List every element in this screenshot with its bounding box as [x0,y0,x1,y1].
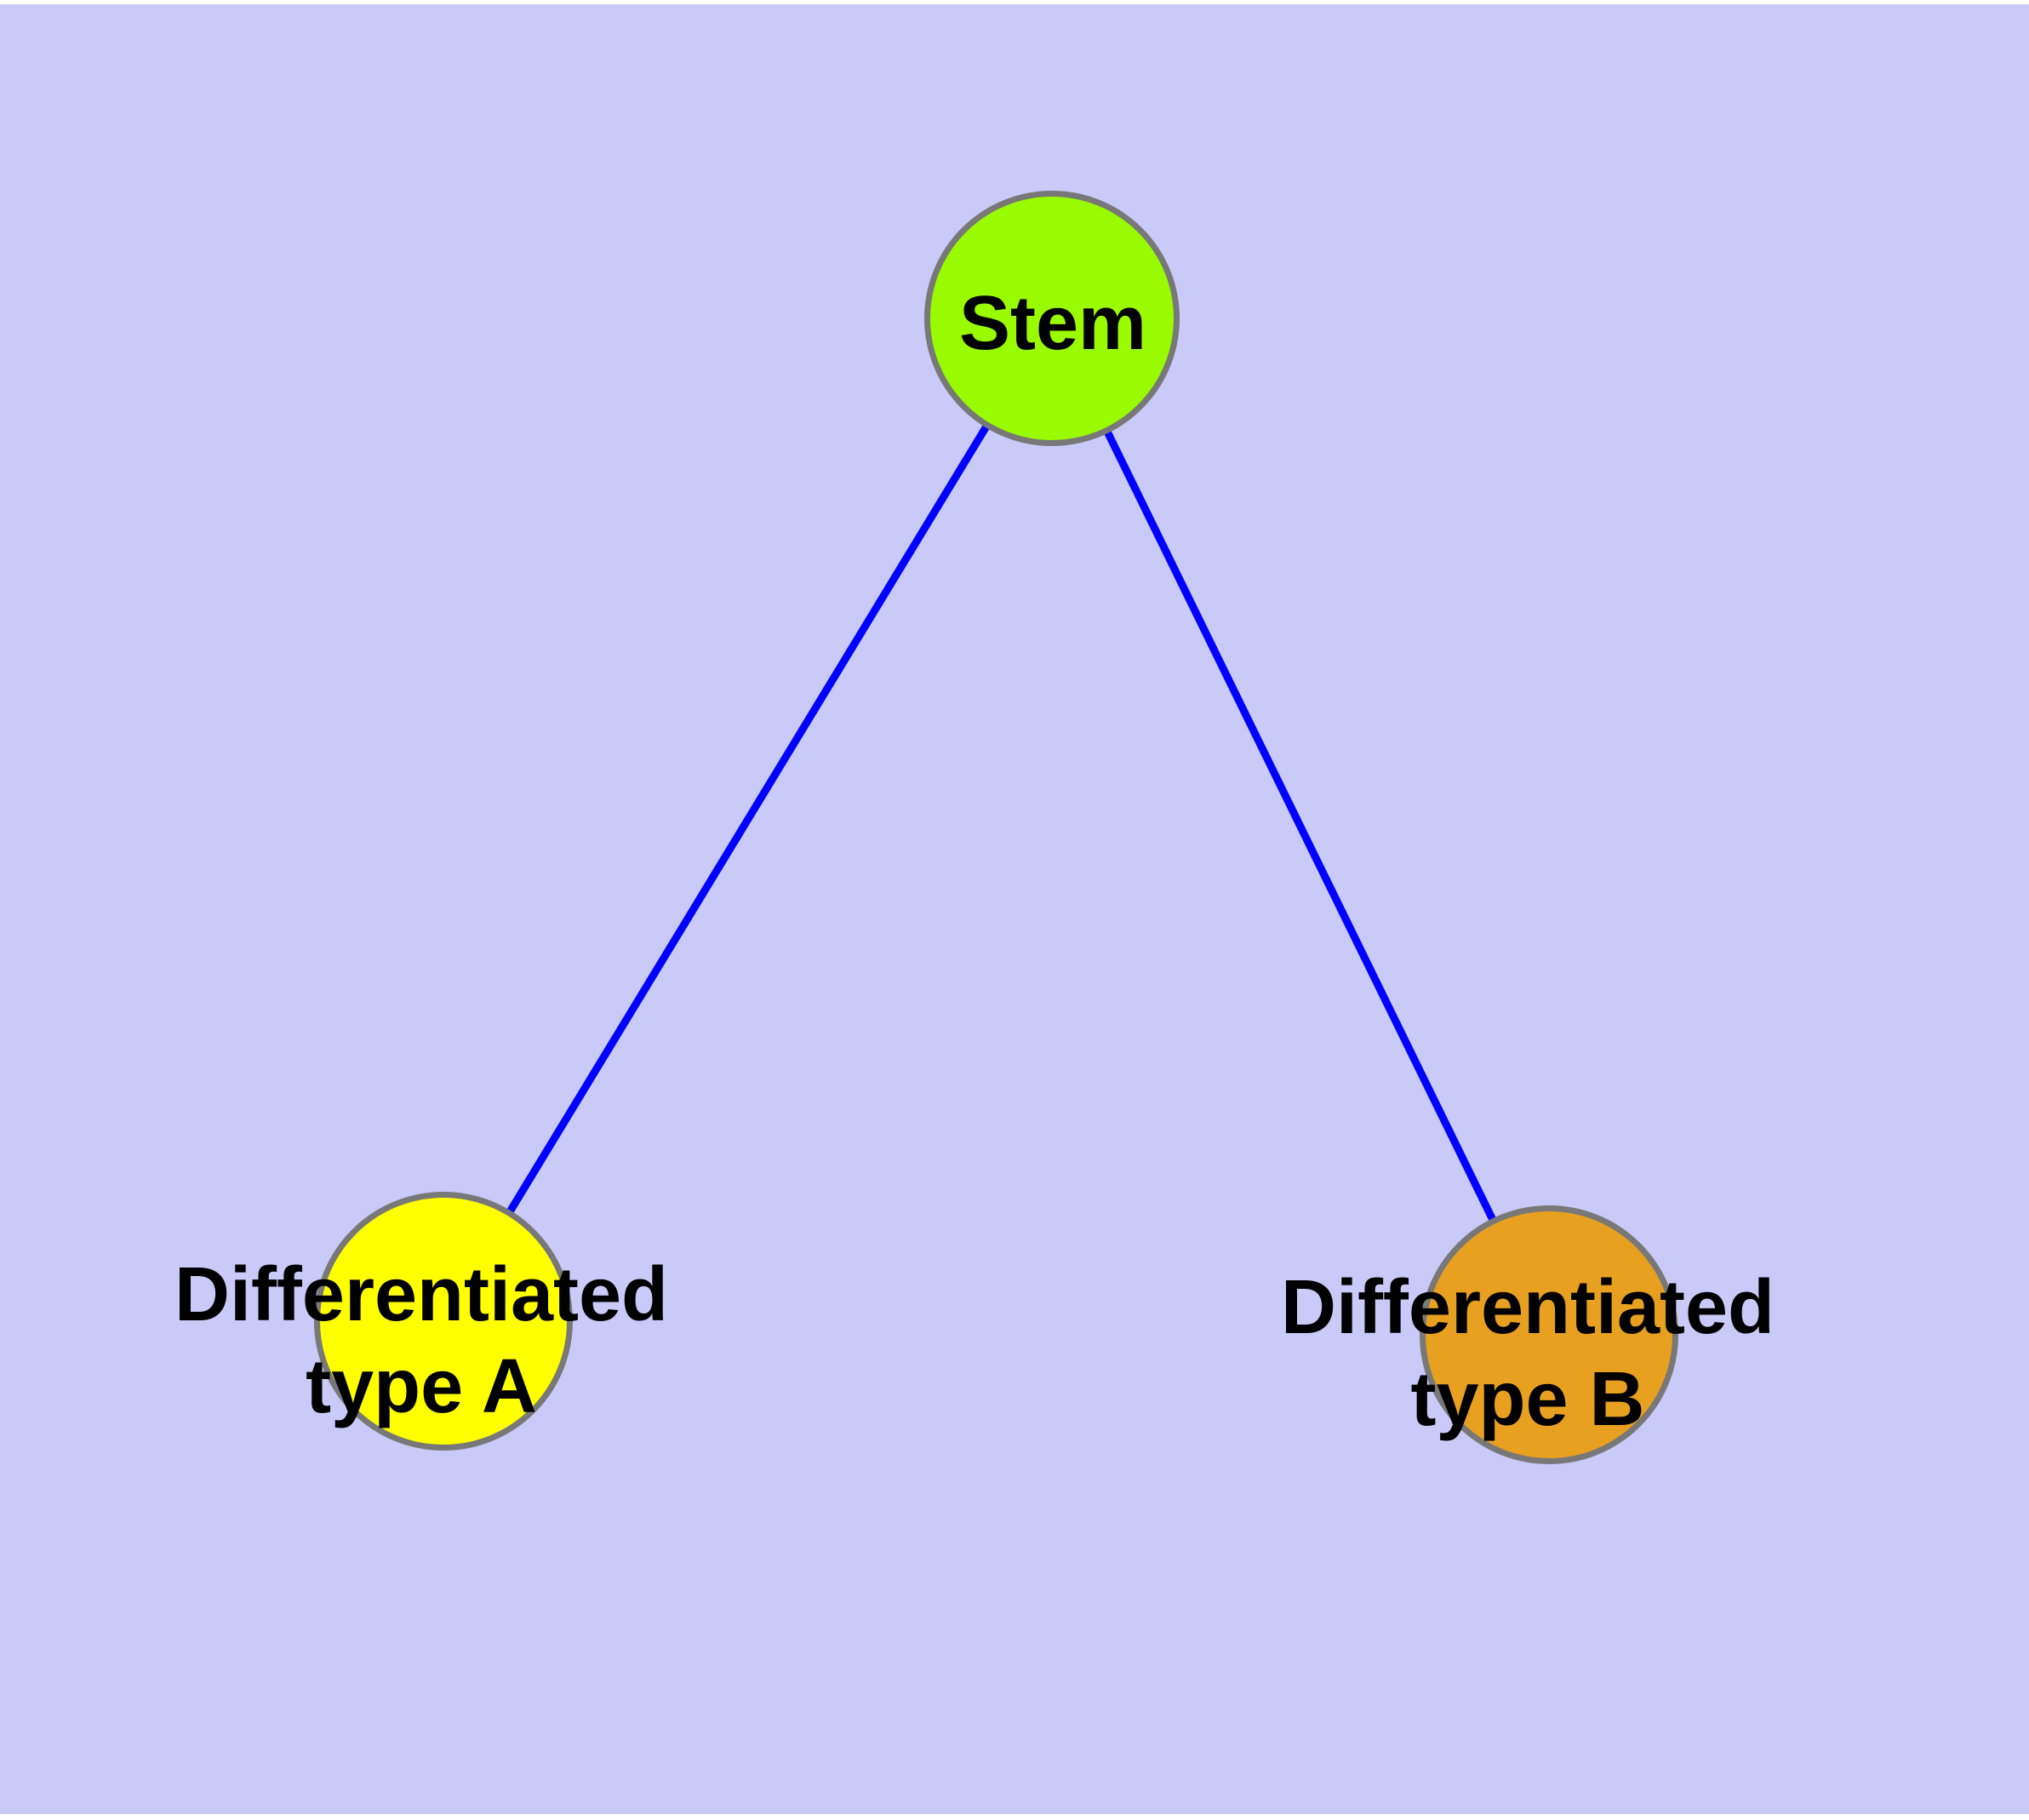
node-stem-label: Stem [797,278,1308,369]
node-type-b-label-line-1: Differentiated [1280,1265,1775,1350]
node-differentiated-type-b [1420,1205,1678,1464]
node-stem-label-line: Stem [958,281,1147,366]
node-stem [924,191,1180,446]
node-type-b-label-line-2: type B [1410,1357,1645,1442]
node-type-a-label-line-2: type A [306,1344,537,1429]
node-differentiated-type-b-label: Differentiated type B [1145,1262,1911,1445]
node-type-a-label-line-1: Differentiated [174,1252,669,1337]
node-differentiated-type-a [314,1192,573,1451]
node-differentiated-type-a-label: Differentiated type A [38,1249,804,1433]
